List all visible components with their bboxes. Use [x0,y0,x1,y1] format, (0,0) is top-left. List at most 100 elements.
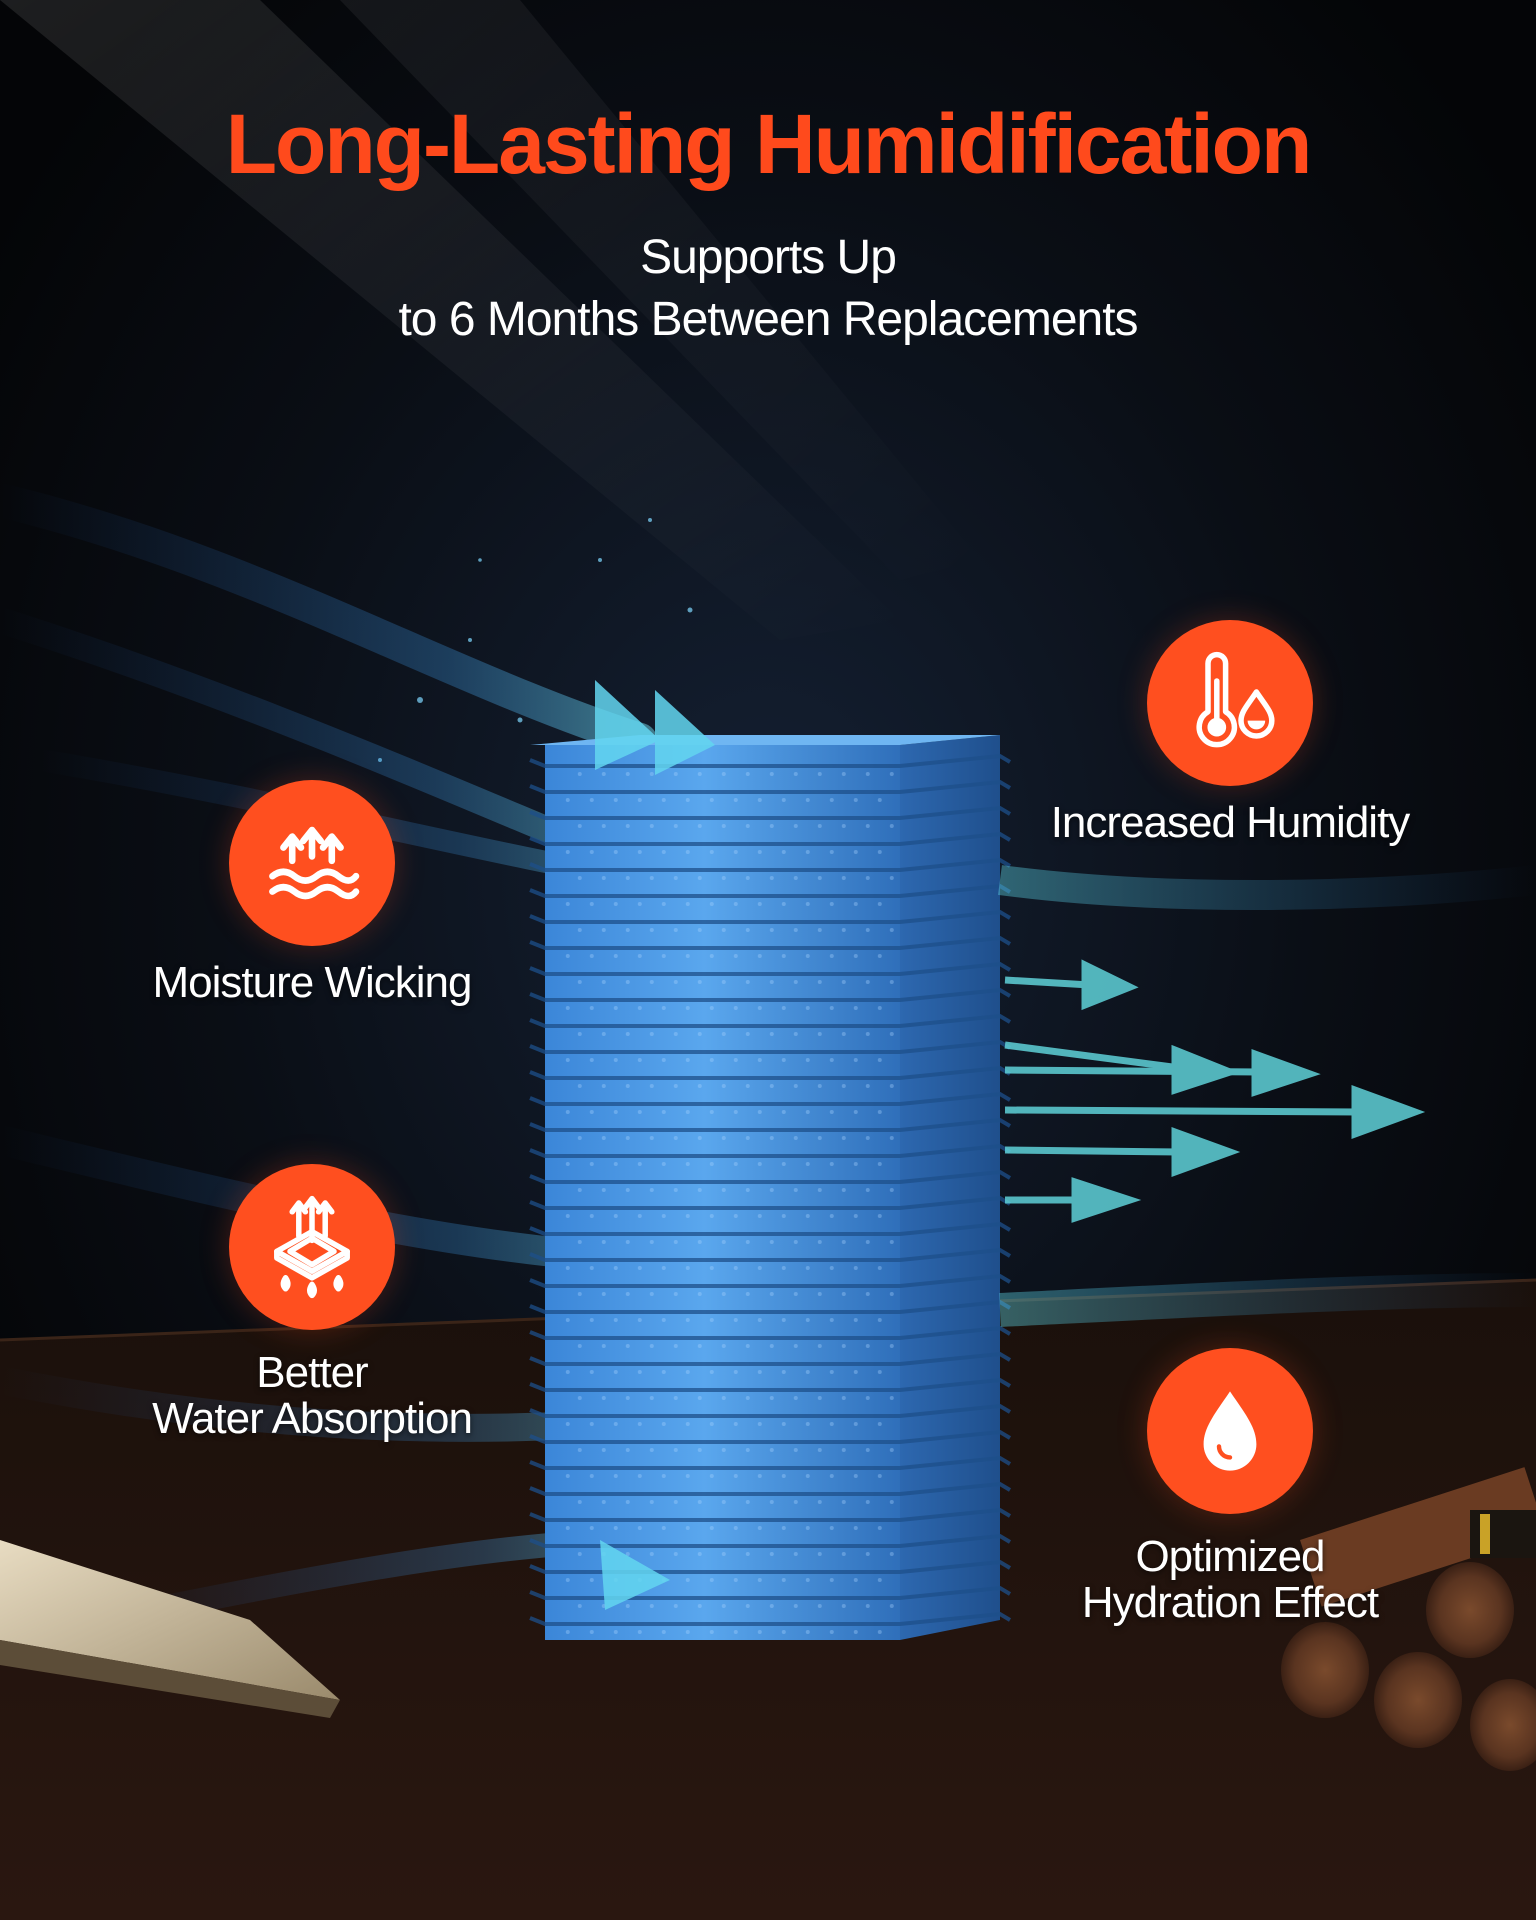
filter-texture-dot [577,1344,582,1348]
filter-texture-dot [733,1266,738,1270]
filter-texture-dot [841,1344,846,1348]
filter-texture-dot [733,1214,738,1218]
filter-texture-dot [829,1058,834,1062]
filter-texture-dot [877,1110,882,1114]
filter-texture-dot [757,1630,762,1634]
filter-texture-dot [661,1058,666,1062]
filter-texture-dot [649,876,654,880]
filter-texture-dot [565,1110,570,1114]
filter-texture-dot [577,824,582,828]
filter-texture-dot [853,1318,858,1322]
filter-texture-dot [769,1084,774,1088]
filter-texture-dot [769,1136,774,1140]
filter-texture-dot [613,1214,618,1218]
filter-texture-dot [889,1344,894,1348]
filter-pleat [529,1429,1012,1444]
filter-texture-dot [649,1344,654,1348]
filter-texture-dot [709,1266,714,1270]
filter-texture-dot [829,1110,834,1114]
filter-texture-dot [841,1292,846,1296]
filter-texture-dot [745,1240,750,1244]
filter-texture-dot [673,1552,678,1556]
filter-texture-dot [889,1500,894,1504]
filter-texture-dot [853,1474,858,1478]
filter-texture-dot [745,1136,750,1140]
filter-texture-dot [841,928,846,932]
filter-pleat [529,779,1012,794]
filter-texture-dot [649,1500,654,1504]
filter-texture-dot [565,902,570,906]
filter-texture-dot [793,1552,798,1556]
filter-texture-dot [589,1422,594,1426]
page-title: Long-Lasting Humidification [225,97,1313,191]
filter-texture-dot [769,980,774,984]
feature-badge [1147,620,1313,786]
filter-texture-dot [817,1604,822,1608]
filter-pleat [529,805,1012,820]
filter-texture-dot [745,1552,750,1556]
filter-texture-dot [685,1474,690,1478]
filter-texture-dot [709,1474,714,1478]
filter-texture-dot [613,1266,618,1270]
filter-texture-dot [601,1084,606,1088]
filter-texture-dot [601,1396,606,1400]
filter-pleat [529,1377,1012,1392]
filter-texture-dot [865,1032,870,1036]
filter-texture-dot [613,798,618,802]
filter-texture-dot [673,1604,678,1608]
filter-texture-dot [577,1032,582,1036]
filter-texture-dot [697,1604,702,1608]
filter-texture-dot [637,850,642,854]
filter-texture-dot [889,1240,894,1244]
filter-texture-dot [757,1110,762,1114]
filter-texture-dot [661,1422,666,1426]
filter-texture-dot [829,1006,834,1010]
filter-texture-dot [601,1136,606,1140]
filter-texture-dot [817,1448,822,1452]
filter-texture-dot [589,798,594,802]
filter-texture-dot [877,902,882,906]
filter-texture-dot [853,850,858,854]
filter-texture-dot [685,1006,690,1010]
filter-texture-dot [601,1500,606,1504]
filter-texture-dot [649,980,654,984]
filter-texture-dot [781,1630,786,1634]
filter-texture-dot [649,772,654,776]
filter-texture-dot [805,1422,810,1426]
filter-texture-dot [577,876,582,880]
filter-texture-dot [613,1370,618,1374]
filter-texture-dot [781,1214,786,1218]
filter-texture-dot [769,1188,774,1192]
filter-texture-dot [865,1604,870,1608]
filter-texture-dot [829,1162,834,1166]
filter-texture-dot [589,954,594,958]
filter-texture-dot [829,1266,834,1270]
filter-texture-dot [637,1318,642,1322]
filter-texture-dot [697,1448,702,1452]
filter-texture-dot [685,1162,690,1166]
filter-texture-dot [709,1422,714,1426]
filter-texture-dot [853,1578,858,1582]
filter-texture-dot [793,980,798,984]
filter-texture-dot [805,954,810,958]
filter-texture-dot [697,1552,702,1556]
filter-texture-dot [865,1448,870,1452]
filter-texture-dot [781,1578,786,1582]
filter-texture-dot [661,954,666,958]
filter-texture-dot [745,928,750,932]
filter-texture-dot [853,1006,858,1010]
filter-texture-dot [565,1214,570,1218]
filter-texture-dot [745,1448,750,1452]
filter-texture-dot [793,1188,798,1192]
filter-pleat [529,935,1012,950]
filter-texture-dot [661,1474,666,1478]
filter-texture-dot [817,876,822,880]
filter-texture-dot [793,1500,798,1504]
filter-texture-dot [673,1240,678,1244]
filter-texture-dot [877,1214,882,1218]
filter-texture-dot [625,1448,630,1452]
filter-texture-dot [769,824,774,828]
filter-texture-dot [625,1552,630,1556]
filter-texture-dot [829,850,834,854]
filter-texture-dot [877,1526,882,1530]
